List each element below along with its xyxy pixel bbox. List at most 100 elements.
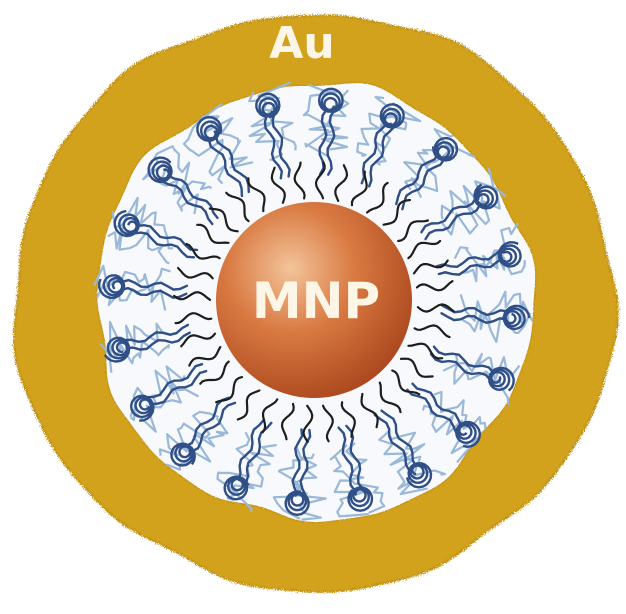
ligand-chain [391, 369, 421, 396]
polymer-strand-light [378, 430, 428, 496]
polymer-strand-light [272, 446, 304, 520]
polymer-strand [120, 278, 189, 291]
polymer-strand [411, 382, 463, 428]
polymer-strand [161, 180, 214, 226]
ligand-chain [270, 166, 286, 204]
ligand-chain [407, 239, 442, 260]
polymer-strand [373, 413, 411, 472]
ligand-chain [399, 357, 434, 378]
ligand-chain [185, 242, 221, 260]
polymer-strand [432, 345, 495, 374]
polymer-strand [184, 396, 231, 448]
ligand-chain [302, 404, 314, 443]
mnp-label: MNP [252, 272, 380, 330]
polymer-strand-light [461, 310, 532, 343]
ligand-chain [416, 303, 455, 313]
polymer-strand [326, 108, 336, 176]
polymer-strand-light [459, 290, 534, 326]
polymer-coil [113, 209, 140, 238]
polymer-strand [263, 113, 284, 180]
polymer-strand [406, 388, 458, 434]
polymer-strand [437, 257, 504, 276]
polymer-coil [473, 183, 499, 210]
mnp-core [216, 202, 412, 398]
ligand-chain [334, 164, 349, 202]
polymer-coil [455, 420, 481, 448]
polymer-strand-light [455, 352, 521, 382]
polymer-strand [144, 363, 204, 399]
polymer-coil [488, 366, 515, 392]
polymer-strand [440, 312, 508, 325]
ligand-chain [397, 219, 429, 243]
polymer-strand [395, 152, 440, 206]
polymer-strand-light [182, 114, 226, 185]
polymer-coil [130, 394, 155, 422]
polymer-coil [317, 87, 344, 114]
polymer-strand [424, 202, 482, 241]
ligand-chain [196, 223, 230, 245]
ligand-chain [236, 389, 261, 421]
ligand-chain [382, 198, 411, 226]
ligand-chain [366, 181, 389, 214]
polymer-coil [103, 336, 131, 363]
polymer-coil [405, 462, 433, 489]
ligand-chain [350, 170, 368, 207]
polymer-coil [431, 136, 459, 162]
polymer-strand [125, 331, 191, 351]
polymer-strand-light [149, 145, 213, 195]
ligand-chain [215, 376, 244, 404]
polymer-strand [360, 122, 389, 185]
polymer-strand-light [453, 222, 519, 268]
polymer-strand [214, 134, 250, 194]
polymer-strand [237, 418, 266, 481]
polymer-coil [255, 92, 281, 119]
polymer-strand [420, 196, 478, 234]
au-label: Au [269, 18, 334, 69]
polymer-strand [291, 428, 304, 496]
polymer-strand [207, 138, 244, 198]
ligand-chain [314, 161, 326, 200]
ligand-chain [412, 259, 449, 275]
ligand-chain [293, 161, 306, 200]
polymer-strand-light [441, 187, 507, 236]
polymer-strand [271, 111, 291, 178]
polymer-strand [132, 231, 196, 259]
polymer-strand-light [356, 96, 402, 158]
ligand-chain [415, 280, 454, 292]
polymer-strand [368, 125, 396, 188]
polymer-strand-light [460, 252, 526, 283]
ligand-chain [360, 392, 379, 429]
polymer-coil [502, 304, 531, 331]
ligand-chain [280, 402, 295, 441]
ligand-chain [247, 177, 266, 213]
polymer-coil [147, 156, 173, 184]
polymer-strand [435, 249, 502, 269]
polymer-coil [98, 274, 126, 300]
polymer-strand [149, 369, 208, 406]
ligand-chain [174, 312, 213, 325]
polymer-strand-light [440, 167, 495, 220]
polymer-coil [170, 442, 196, 467]
ligand-chain [180, 332, 217, 348]
polymer-coil [223, 475, 250, 501]
polymer-strand [135, 223, 199, 252]
ligand-chain [208, 207, 239, 233]
polymer-coil [284, 490, 310, 516]
ligand-layer [173, 161, 455, 443]
ligand-chain [340, 401, 356, 438]
ligand-chain [407, 342, 444, 360]
polymer-strand [401, 158, 446, 211]
polymer-coil [347, 486, 374, 512]
ligand-chain [188, 346, 222, 367]
polymer-strand-light [107, 223, 170, 265]
polymer-strand [380, 409, 418, 468]
polymer-strand [429, 352, 492, 382]
polymer-strand-light [329, 444, 369, 518]
polymer-strand [337, 426, 357, 492]
ligand-chain [378, 381, 402, 414]
ligand-chain [225, 191, 250, 223]
polymer-strand-light [99, 320, 170, 357]
ligand-chain [321, 404, 334, 443]
